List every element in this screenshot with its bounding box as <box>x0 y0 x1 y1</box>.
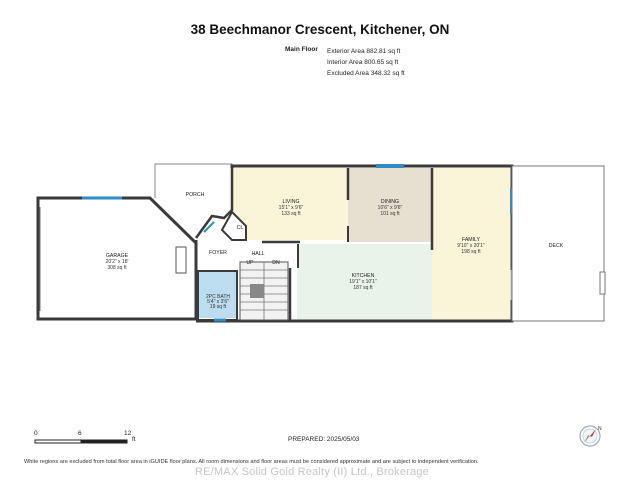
living-room <box>233 168 348 240</box>
hall-label: HALL <box>252 251 265 257</box>
family-area: 198 sq ft <box>461 249 481 255</box>
living-left-wall <box>194 166 234 239</box>
kitchen-area: 187 sq ft <box>353 285 373 291</box>
compass-icon: N <box>579 425 602 447</box>
porch-label: PORCH <box>186 192 205 198</box>
prepared-date: PREPARED: 2025/05/03 <box>288 436 360 443</box>
exterior-area: Exterior Area 882.81 sq ft <box>327 48 401 55</box>
dining-label: DINING <box>381 199 399 205</box>
brokerage-watermark: RE/MAX Solid Gold Realty (II) Ltd., Brok… <box>195 466 429 478</box>
area-summary: Exterior Area 882.81 sq ft Interior Area… <box>327 46 405 79</box>
up-label: UP <box>246 260 254 266</box>
family-label: FAMILY <box>462 237 481 243</box>
closet-label: CL <box>237 225 244 231</box>
floor-label: Main Floor <box>285 46 318 53</box>
garage-label: GARAGE <box>106 253 129 259</box>
deck-label: DECK <box>549 243 564 249</box>
kitchen-label: KITCHEN <box>352 273 375 279</box>
closet <box>220 210 247 241</box>
bath-area: 19 sq ft <box>210 304 227 310</box>
down-label: DN <box>272 260 280 266</box>
dining-dims: 10'6" x 9'6" <box>378 205 403 211</box>
compass-north-label: N <box>598 426 602 432</box>
living-label: LIVING <box>282 199 299 205</box>
family-dims: 9'10" x 20'1" <box>457 243 485 249</box>
dining-area: 101 sq ft <box>380 211 400 217</box>
bath-dims: 5'4" x 3'6" <box>207 299 229 305</box>
deck <box>511 165 605 322</box>
scale-unit: ft <box>132 436 136 443</box>
garage-step <box>175 246 187 274</box>
bath-room <box>199 272 236 318</box>
kitchen-room <box>297 244 432 320</box>
deck-step <box>599 271 606 295</box>
living-dims: 15'1" x 9'6" <box>279 205 304 211</box>
foyer-door <box>203 221 215 233</box>
stair-core <box>250 284 264 298</box>
interior-area: Interior Area 800.65 sq ft <box>327 59 399 66</box>
scale-label-0: 0 <box>34 430 38 437</box>
scale-graphic <box>34 439 128 444</box>
page-title: 38 Beechmanor Crescent, Kitchener, ON <box>190 22 450 37</box>
excluded-area: Excluded Area 348.32 sq ft <box>327 70 405 77</box>
foyer-label: FOYER <box>209 250 227 256</box>
dining-room <box>348 168 432 242</box>
scale-label-12: 12 <box>124 430 132 437</box>
living-area: 133 sq ft <box>281 211 301 217</box>
scale-bar: 0 6 12 ft <box>30 430 150 452</box>
disclaimer-text: White regions are excluded from total fl… <box>24 459 479 465</box>
garage-dims: 20'2" x 18' <box>106 259 129 265</box>
bath-label: 2PC BATH <box>206 294 230 300</box>
family-room <box>432 168 510 320</box>
scale-label-6: 6 <box>78 430 82 437</box>
garage-area: 308 sq ft <box>107 265 127 271</box>
kitchen-dims: 19'1" x 10'1" <box>349 279 377 285</box>
